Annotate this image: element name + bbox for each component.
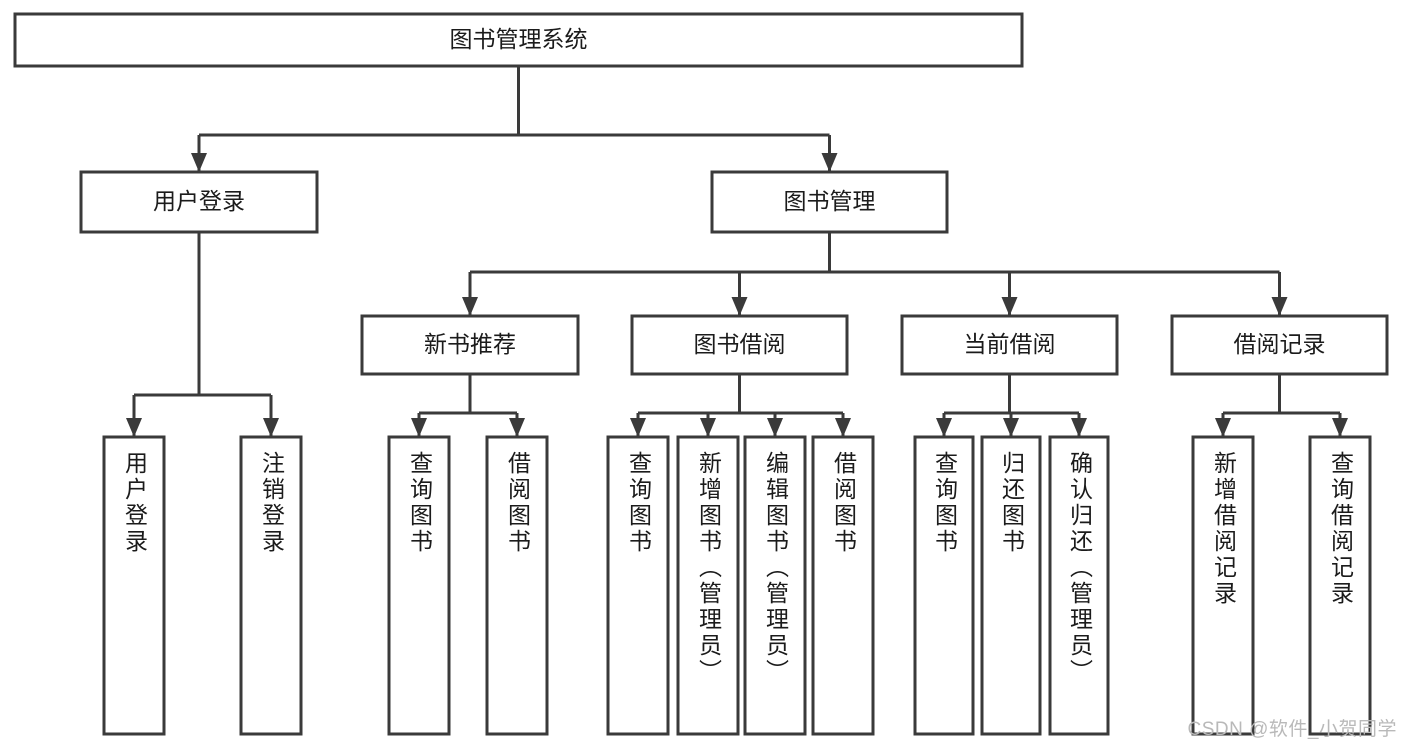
leaf-node-box[interactable] (1191, 435, 1255, 736)
connectors-layer (126, 66, 1348, 437)
arrow-head-icon (263, 418, 279, 437)
arrow-head-icon (191, 153, 207, 172)
arrow-head-icon (1003, 418, 1019, 437)
leaf-node-box[interactable] (811, 435, 875, 736)
leaf-node-box[interactable] (676, 435, 740, 736)
arrow-head-icon (126, 418, 142, 437)
level3-node-label: 借阅记录 (1234, 331, 1326, 357)
level2-node-label: 图书管理 (784, 188, 876, 214)
root-node-box[interactable] (13, 12, 1024, 68)
arrow-head-icon (936, 418, 952, 437)
leaf-node-box[interactable] (606, 435, 670, 736)
arrow-head-icon (509, 418, 525, 437)
arrow-head-icon (1001, 297, 1018, 316)
level3-node-box[interactable] (1170, 314, 1389, 376)
leaf-node-box[interactable] (1048, 435, 1110, 736)
arrow-head-icon (700, 418, 716, 437)
level3-node-box[interactable] (360, 314, 580, 376)
leaf-node-box[interactable] (485, 435, 549, 736)
leaf-node-box[interactable] (913, 435, 975, 736)
level3-node-label: 图书借阅 (694, 331, 786, 357)
level3-node-box[interactable] (630, 314, 849, 376)
arrow-head-icon (462, 297, 478, 316)
arrow-head-icon (1332, 418, 1348, 437)
level2-node-label: 用户登录 (153, 188, 245, 214)
level2-node-box[interactable] (79, 170, 319, 234)
arrow-head-icon (411, 418, 427, 437)
level3-node-box[interactable] (900, 314, 1119, 376)
root-node-label: 图书管理系统 (450, 26, 588, 52)
arrow-head-icon (630, 418, 646, 437)
watermark: CSDN @软件_小贺同学 (1187, 719, 1397, 740)
arrow-head-icon (835, 418, 851, 437)
level3-node-label: 当前借阅 (964, 331, 1056, 357)
level2-node-box[interactable] (710, 170, 949, 234)
arrow-head-icon (731, 297, 748, 316)
leaf-node-box[interactable] (1308, 435, 1372, 736)
leaf-node-box[interactable] (239, 435, 303, 736)
leaf-node-box[interactable] (102, 435, 166, 736)
boxes-layer (13, 12, 1389, 736)
arrow-head-icon (821, 153, 838, 172)
level3-node-label: 新书推荐 (424, 331, 516, 357)
arrow-head-icon (1271, 297, 1288, 316)
arrow-head-icon (1215, 418, 1231, 437)
leaf-node-box[interactable] (980, 435, 1042, 736)
arrow-head-icon (767, 418, 783, 437)
leaf-node-box[interactable] (743, 435, 807, 736)
arrow-head-icon (1071, 418, 1087, 437)
leaf-node-box[interactable] (387, 435, 451, 736)
